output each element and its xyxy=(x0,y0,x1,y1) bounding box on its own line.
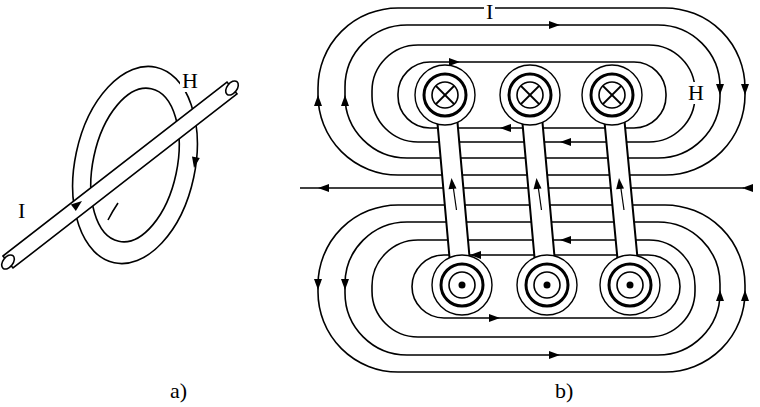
arrowhead xyxy=(549,21,560,29)
arrowhead xyxy=(470,251,481,259)
arrowhead xyxy=(549,351,560,359)
arrowhead xyxy=(192,157,200,169)
dot-mark xyxy=(544,282,551,289)
arrowhead xyxy=(489,314,500,322)
cross-mark xyxy=(603,86,621,104)
figure-label: a) xyxy=(168,380,189,402)
conductor-core xyxy=(432,82,458,108)
conductor-section xyxy=(526,264,568,306)
arrowhead xyxy=(314,95,322,106)
conductor-core xyxy=(534,272,560,298)
arrowhead xyxy=(560,236,571,244)
conductor-core xyxy=(449,272,475,298)
field-ring xyxy=(500,65,560,125)
cross-mark xyxy=(436,86,454,104)
field-ring xyxy=(432,255,492,315)
conductor-section xyxy=(509,74,551,116)
quantity-label: I xyxy=(16,200,27,222)
arrowhead xyxy=(741,290,749,301)
solenoid-figure xyxy=(71,8,753,372)
field-ring xyxy=(415,65,475,125)
field-ring xyxy=(600,255,660,315)
dot-mark xyxy=(459,282,466,289)
arrowhead xyxy=(742,184,753,192)
conductor-core xyxy=(599,82,625,108)
cross-mark xyxy=(436,86,454,104)
arrowhead xyxy=(71,201,82,211)
cross-mark xyxy=(603,86,621,104)
conductor-section xyxy=(609,264,651,306)
arrowhead xyxy=(716,84,724,95)
arrowhead xyxy=(560,138,571,146)
quantity-label: H xyxy=(686,82,706,104)
conductor-section xyxy=(591,74,633,116)
dot-mark xyxy=(627,282,634,289)
arrowhead xyxy=(741,84,749,95)
straight-conductor-figure xyxy=(0,55,241,276)
conductor-core xyxy=(617,272,643,298)
arrowhead xyxy=(616,178,624,189)
figure-label: b) xyxy=(553,380,575,402)
arrowhead xyxy=(449,178,457,189)
quantity-label: I xyxy=(484,1,495,23)
arrowhead xyxy=(500,124,511,132)
arrowhead xyxy=(314,279,322,290)
arrowhead xyxy=(341,279,349,290)
cross-mark xyxy=(521,86,539,104)
arrowhead xyxy=(341,95,349,106)
arrowhead xyxy=(449,58,460,66)
field-ring xyxy=(582,65,642,125)
arrowhead xyxy=(716,290,724,301)
quantity-label: H xyxy=(180,70,200,92)
conductor-section xyxy=(441,264,483,306)
field-ring xyxy=(517,255,577,315)
cross-mark xyxy=(521,86,539,104)
conductor-core xyxy=(517,82,543,108)
arrowhead xyxy=(534,178,542,189)
conductor-section xyxy=(424,74,466,116)
arrowhead xyxy=(318,184,329,192)
